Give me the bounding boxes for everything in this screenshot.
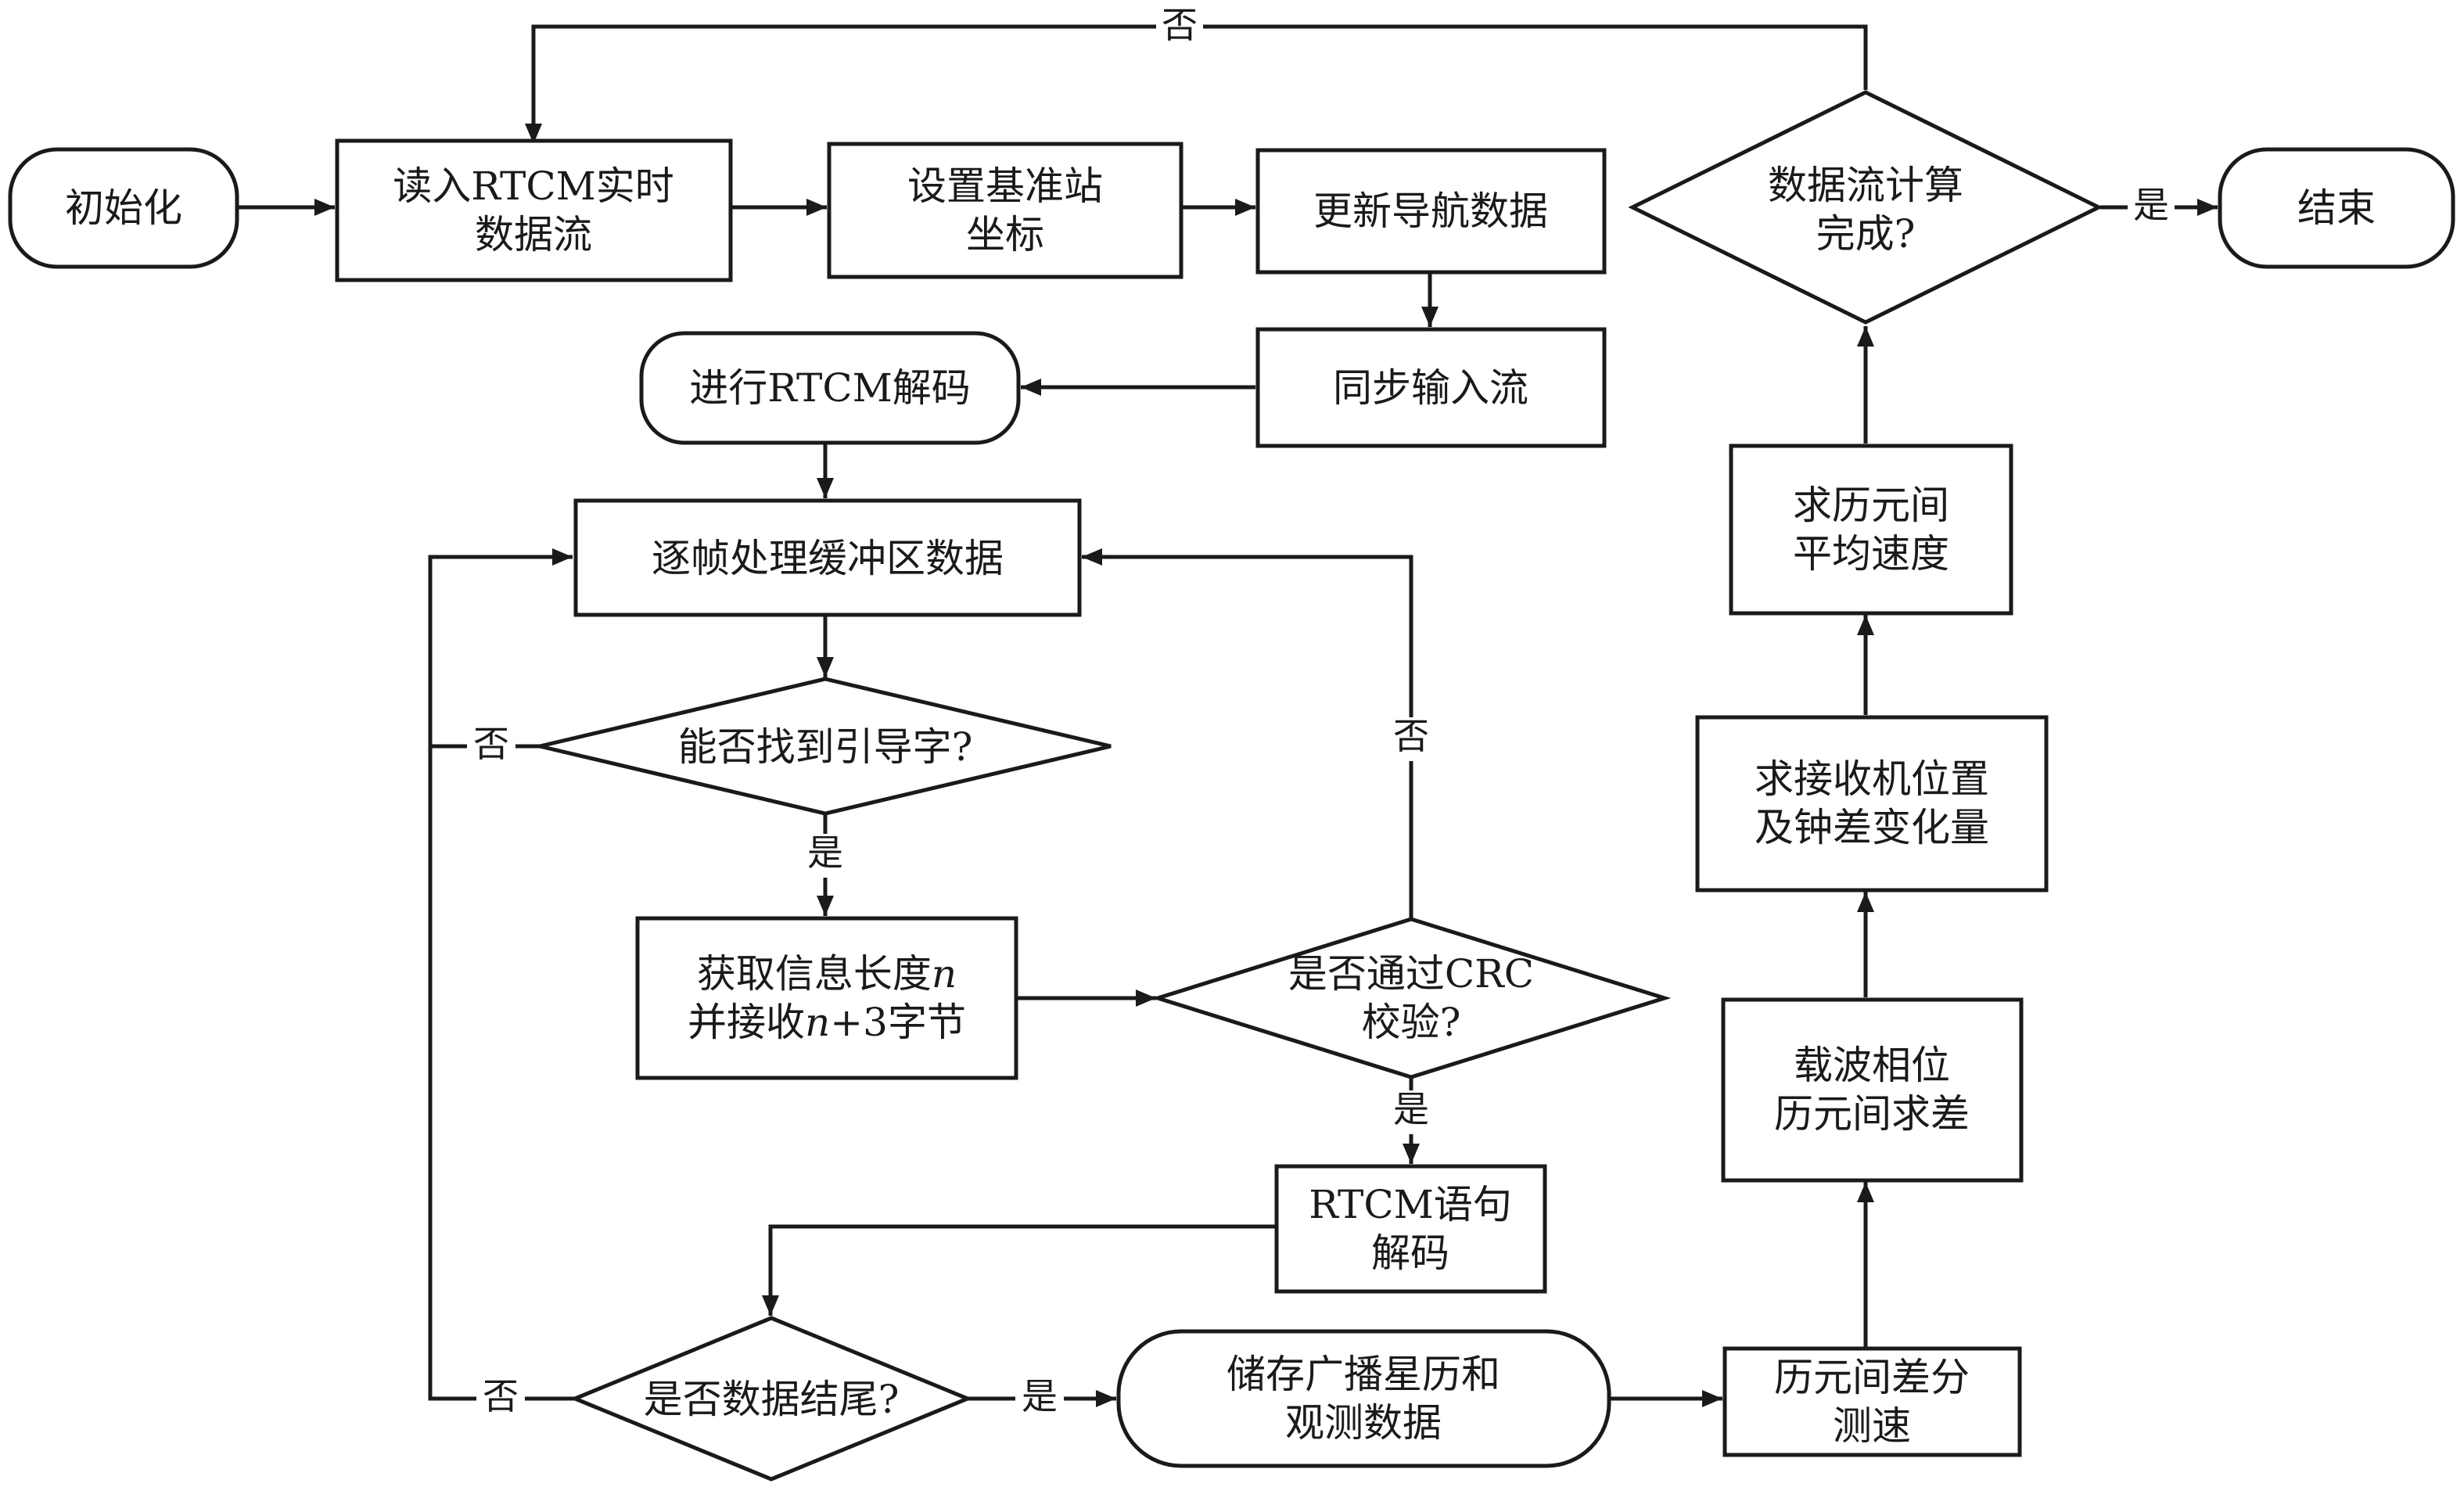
label-bg-done-yes [2128, 186, 2175, 230]
node-end-text: 结束 [2297, 185, 2376, 231]
node-text-line: 求接收机位置 [1755, 756, 1989, 802]
node-read-stream-text: 读入RTCM实时数据流 [393, 163, 674, 257]
node-update-nav-text: 更新导航数据 [1313, 189, 1548, 234]
node-text-line: 是否通过CRC [1288, 951, 1534, 997]
node-find-lead: 能否找到引导字? [539, 677, 1112, 816]
node-text-line: 历元间求差 [1774, 1091, 1970, 1137]
label-bg-crc-no [1388, 717, 1435, 761]
node-data-end: 是否数据结尾? [569, 1316, 973, 1482]
node-read-stream: 读入RTCM实时数据流 [335, 138, 733, 282]
node-text-line: 是否数据结尾? [644, 1377, 900, 1422]
label-bg-lead-yes [802, 834, 849, 878]
node-text-line: 储存广播星历和 [1227, 1352, 1500, 1397]
node-sync-input: 同步输入流 [1255, 327, 1607, 448]
node-sync-input-text: 同步输入流 [1333, 365, 1528, 411]
edge-rtcmdec-to-dataend [762, 1224, 1275, 1316]
label-loop-top-no: 否 [1162, 4, 1198, 46]
edge-lead-no-to-process [428, 548, 573, 749]
node-text-variable: n [805, 1000, 830, 1045]
node-set-base: 设置基准站坐标 [827, 142, 1184, 279]
node-text-variable: n [932, 951, 957, 997]
node-carrier: 载波相位历元间求差 [1721, 997, 2024, 1183]
node-carrier-text: 载波相位历元间求差 [1774, 1043, 1970, 1137]
label-crc-yes: 是 [1393, 1088, 1429, 1130]
label-end-no: 否 [483, 1375, 519, 1417]
label-lead-yes: 是 [807, 831, 843, 874]
node-text-line: 能否找到引导字? [678, 724, 973, 770]
node-text-line: 坐标 [966, 212, 1044, 257]
node-text-line: 进行RTCM解码 [689, 365, 971, 411]
node-text-line: 数据流 [475, 212, 592, 257]
node-text-line: RTCM语句 [1309, 1182, 1512, 1227]
edge-crc-no-to-process [1082, 548, 1413, 919]
node-text-line: 平均速度 [1793, 531, 1949, 576]
node-text-line: 及钟差变化量 [1755, 805, 1989, 850]
label-bg-end-yes [1015, 1377, 1064, 1421]
node-update-nav: 更新导航数据 [1255, 148, 1607, 275]
node-epoch-diff-text: 历元间差分测速 [1774, 1355, 1970, 1449]
label-done-yes: 是 [2133, 184, 2169, 226]
node-text-line: 解码 [1371, 1230, 1449, 1276]
node-store-text: 储存广播星历和观测数据 [1227, 1352, 1500, 1446]
label-bg-lead-no [467, 724, 515, 768]
node-process-buf: 逐帧处理缓冲区数据 [573, 498, 1082, 617]
label-bg-end-no [476, 1377, 525, 1421]
node-data-end-text: 是否数据结尾? [644, 1377, 900, 1422]
node-text-run: +3字节 [830, 1000, 966, 1045]
label-lead-no: 否 [473, 723, 509, 765]
node-decode: 进行RTCM解码 [639, 331, 1021, 445]
node-recv-pos: 求接收机位置及钟差变化量 [1695, 715, 2049, 893]
edge-dataend-no-to-process [428, 746, 575, 1401]
node-text-line: 设置基准站 [907, 163, 1103, 209]
label-bg-crc-yes [1388, 1090, 1435, 1134]
node-text-line: 历元间差分 [1774, 1355, 1970, 1400]
node-text-run: 并接收 [688, 1000, 805, 1045]
node-init: 初始化 [8, 147, 239, 269]
node-epoch-diff: 历元间差分测速 [1722, 1346, 2022, 1457]
node-decode-text: 进行RTCM解码 [689, 365, 971, 411]
node-text-line: 并接收n+3字节 [688, 1000, 966, 1045]
node-text-line: 求历元间 [1793, 483, 1949, 528]
node-text-line: 获取信息长度n [697, 951, 957, 997]
node-text-line: 更新导航数据 [1313, 189, 1548, 234]
node-rtcm-dec-text: RTCM语句解码 [1309, 1182, 1512, 1276]
node-avg-vel-text: 求历元间平均速度 [1793, 483, 1949, 576]
node-process-buf-text: 逐帧处理缓冲区数据 [652, 536, 1004, 581]
node-set-base-text: 设置基准站坐标 [907, 163, 1103, 257]
label-crc-no: 否 [1393, 715, 1429, 757]
node-avg-vel: 求历元间平均速度 [1729, 444, 2013, 616]
node-text-line: 观测数据 [1285, 1400, 1442, 1446]
node-text-line: 结束 [2297, 185, 2376, 231]
node-store: 储存广播星历和观测数据 [1116, 1329, 1611, 1468]
node-calc-done-text: 数据流计算完成? [1768, 163, 1963, 257]
node-init-text: 初始化 [65, 185, 182, 231]
node-text-line: 读入RTCM实时 [393, 163, 674, 209]
node-text-line: 校验? [1362, 1000, 1461, 1045]
node-text-line: 初始化 [65, 185, 182, 231]
node-text-line: 数据流计算 [1768, 163, 1963, 208]
label-bg-loop-top-no [1156, 5, 1203, 48]
node-calc-done: 数据流计算完成? [1628, 90, 2103, 325]
node-text-line: 载波相位 [1794, 1043, 1950, 1088]
node-text-line: 同步输入流 [1333, 365, 1528, 411]
node-text-line: 测速 [1833, 1403, 1911, 1449]
node-find-lead-text: 能否找到引导字? [678, 724, 973, 770]
node-recv-pos-text: 求接收机位置及钟差变化量 [1755, 756, 1989, 850]
node-text-run: 获取信息长度 [697, 951, 932, 997]
node-text-line: 逐帧处理缓冲区数据 [652, 536, 1004, 581]
node-text-line: 完成? [1816, 211, 1916, 257]
node-rtcm-dec: RTCM语句解码 [1274, 1164, 1547, 1294]
label-end-yes: 是 [1022, 1375, 1058, 1417]
node-end: 结束 [2218, 147, 2455, 269]
